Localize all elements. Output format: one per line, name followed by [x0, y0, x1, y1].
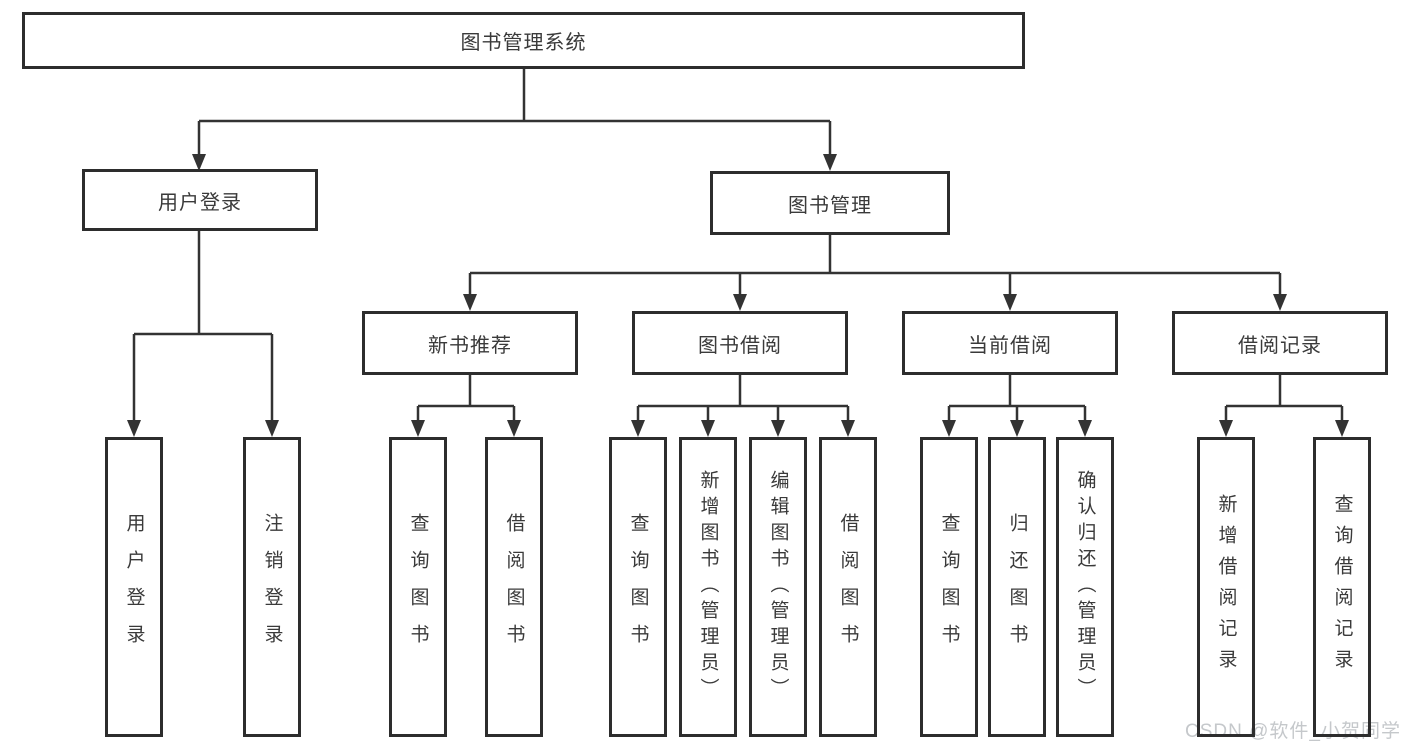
connector-new-book-rec-to-leaves [416, 375, 516, 422]
leaf-query-books-current-label: 查询图书 [938, 513, 960, 661]
arrowhead [733, 294, 747, 311]
leaf-logout-label: 注销登录 [261, 513, 283, 661]
leaf-add-borrow-record-label: 新增借阅记录 [1215, 494, 1237, 680]
arrowhead [1078, 420, 1092, 437]
node-borrow-records-label: 借阅记录 [1238, 334, 1322, 357]
leaf-edit-book-admin: 编辑图书（管理员） [749, 437, 807, 737]
node-user-login: 用户登录 [82, 169, 318, 231]
leaf-query-borrow-record-label: 查询借阅记录 [1331, 494, 1353, 680]
connector-root-to-level2 [197, 69, 832, 156]
leaf-query-books-recommend-label: 查询图书 [407, 513, 429, 661]
arrowhead [265, 420, 279, 437]
arrowhead [1273, 294, 1287, 311]
arrowhead [463, 294, 477, 311]
leaf-add-borrow-record: 新增借阅记录 [1197, 437, 1255, 737]
node-current-borrow: 当前借阅 [902, 311, 1118, 375]
leaf-borrow-books-label: 借阅图书 [837, 513, 859, 661]
leaf-borrow-books-recommend-label: 借阅图书 [503, 513, 525, 661]
node-current-borrow-label: 当前借阅 [968, 334, 1052, 357]
node-root-label: 图书管理系统 [460, 32, 587, 54]
leaf-confirm-return-admin-label: 确认归还（管理员） [1074, 470, 1096, 704]
arrowhead [507, 420, 521, 437]
connector-user-login-to-leaves [132, 231, 274, 422]
leaf-add-book-admin: 新增图书（管理员） [679, 437, 737, 737]
node-borrow-records: 借阅记录 [1172, 311, 1388, 375]
arrowhead [631, 420, 645, 437]
node-book-mgmt: 图书管理 [710, 171, 950, 235]
leaf-query-books-recommend: 查询图书 [389, 437, 447, 737]
node-new-book-recommend: 新书推荐 [362, 311, 578, 375]
node-book-borrow-label: 图书借阅 [698, 334, 782, 357]
arrowhead [1219, 420, 1233, 437]
connector-book-borrow-to-leaves [636, 375, 850, 422]
leaf-query-books-current: 查询图书 [920, 437, 978, 737]
connector-borrow-records-to-leaves [1224, 375, 1344, 422]
leaf-user-login-label: 用户登录 [123, 513, 145, 661]
leaf-query-borrow-record: 查询借阅记录 [1313, 437, 1371, 737]
arrowhead [127, 420, 141, 437]
arrowheads [127, 154, 1349, 437]
leaf-borrow-books-recommend: 借阅图书 [485, 437, 543, 737]
leaf-user-login: 用户登录 [105, 437, 163, 737]
leaf-return-book: 归还图书 [988, 437, 1046, 737]
node-new-book-recommend-label: 新书推荐 [428, 334, 512, 357]
leaf-confirm-return-admin: 确认归还（管理员） [1056, 437, 1114, 737]
leaf-logout: 注销登录 [243, 437, 301, 737]
leaf-edit-book-admin-label: 编辑图书（管理员） [767, 470, 789, 704]
leaf-borrow-books: 借阅图书 [819, 437, 877, 737]
leaf-return-book-label: 归还图书 [1006, 513, 1028, 661]
arrowhead [771, 420, 785, 437]
arrowhead [1003, 294, 1017, 311]
connector-book-mgmt-to-sections [468, 235, 1282, 296]
node-book-borrow: 图书借阅 [632, 311, 848, 375]
arrowhead [942, 420, 956, 437]
leaf-add-book-admin-label: 新增图书（管理员） [697, 470, 719, 704]
arrowhead [701, 420, 715, 437]
arrowhead [1335, 420, 1349, 437]
leaf-query-books-borrow-label: 查询图书 [627, 513, 649, 661]
node-user-login-label: 用户登录 [158, 191, 242, 214]
leaf-query-books-borrow: 查询图书 [609, 437, 667, 737]
node-root: 图书管理系统 [22, 12, 1025, 69]
connector-current-borrow-to-leaves [947, 375, 1087, 422]
arrowhead [192, 154, 206, 171]
arrowhead [1010, 420, 1024, 437]
arrowhead [841, 420, 855, 437]
arrowhead [823, 154, 837, 171]
node-book-mgmt-label: 图书管理 [788, 194, 872, 217]
arrowhead [411, 420, 425, 437]
